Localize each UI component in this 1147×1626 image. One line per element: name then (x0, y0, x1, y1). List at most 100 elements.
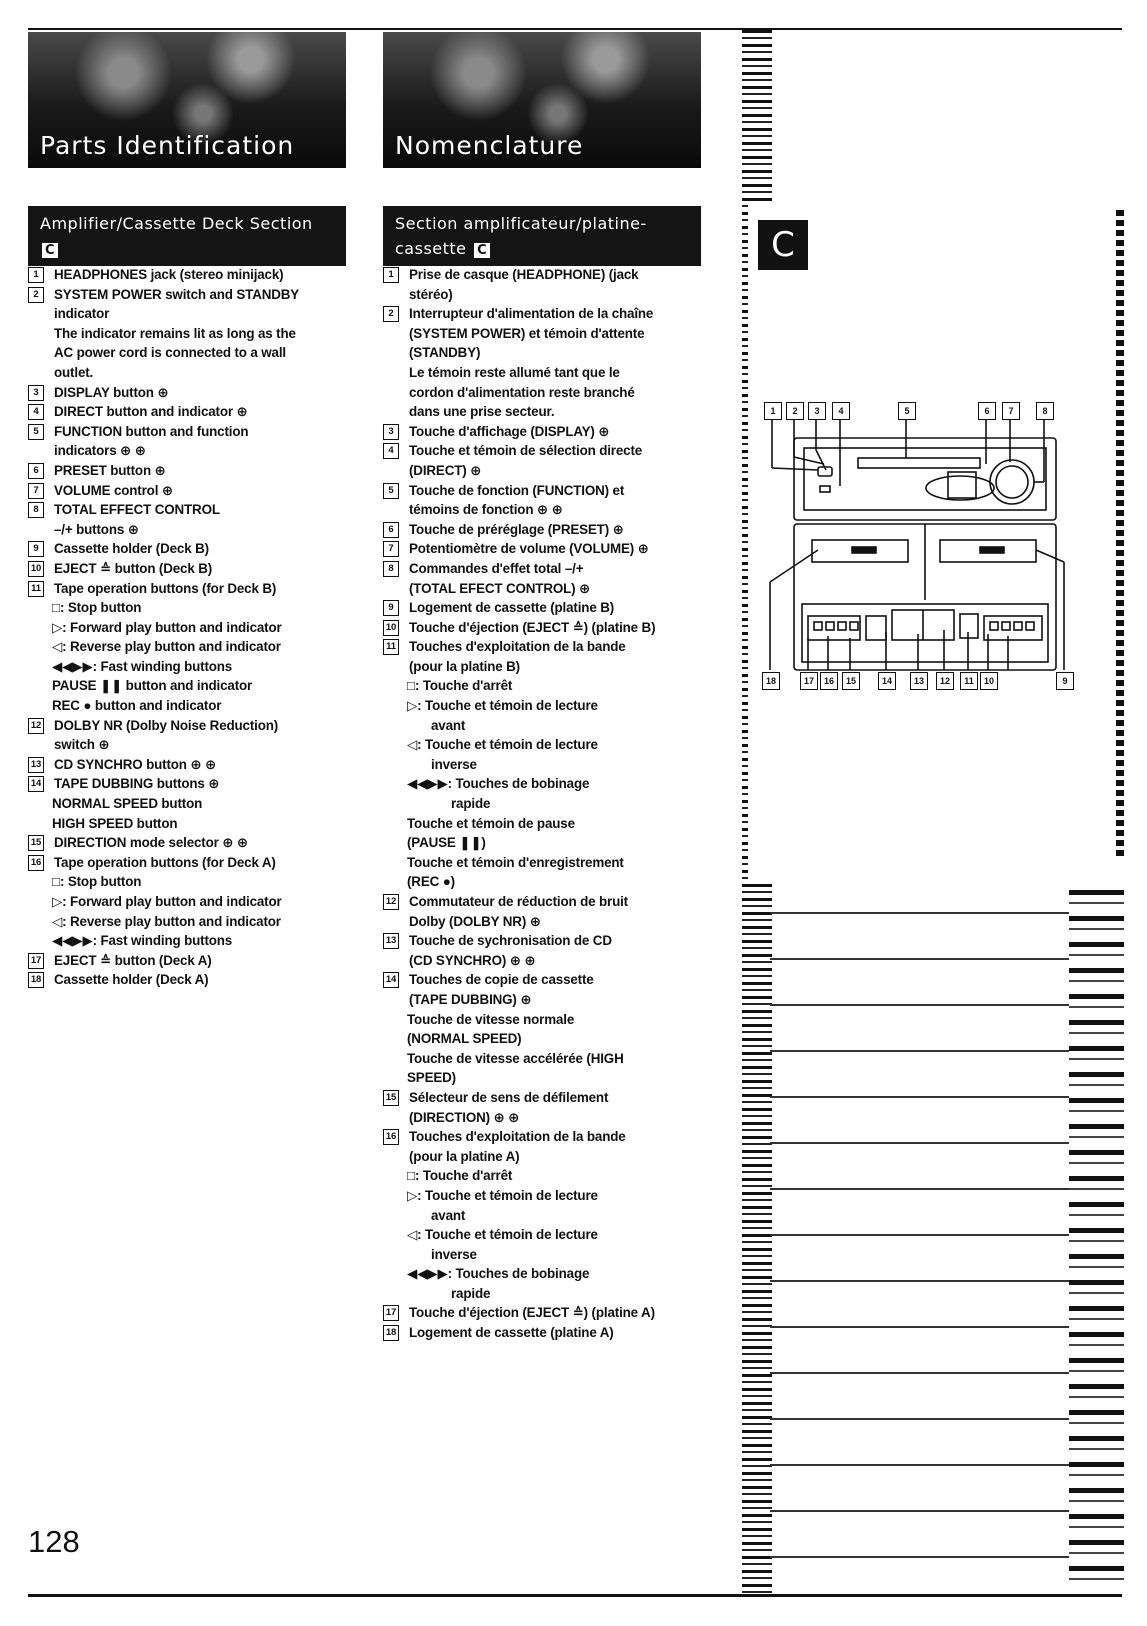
item-text: Potentiomètre de volume (VOLUME) ⊕ (409, 541, 649, 557)
list-item: 12 DOLBY NR (Dolby Noise Reduction) (28, 716, 358, 736)
item-number-box: 9 (28, 541, 44, 558)
item-number-box: 13 (383, 933, 399, 950)
item-number-box: 17 (383, 1305, 399, 1322)
item-number-box: 2 (383, 306, 399, 323)
list-item-continuation: □: Stop button (52, 874, 142, 890)
item-text: DISPLAY button ⊕ (54, 384, 169, 400)
item-number-box: 14 (28, 776, 44, 793)
item-text: EJECT ≙ button (Deck B) (54, 560, 213, 576)
list-item-continuation: ◀◀▶▶: Touches de bobinage (407, 776, 590, 792)
item-text: DOLBY NR (Dolby Noise Reduction) (54, 717, 279, 733)
item-number-box: 13 (28, 756, 44, 773)
list-item: 14 TAPE DUBBING buttons ⊕ (28, 774, 358, 794)
list-item-continuation: Touche et témoin d'enregistrement (407, 854, 624, 870)
item-text: HEADPHONES jack (stereo minijack) (54, 267, 284, 282)
list-item-continuation: ◀◀▶▶: Fast winding buttons (52, 658, 233, 674)
item-number-box: 12 (28, 717, 44, 734)
list-item-continuation: inverse (431, 1246, 477, 1262)
item-number-box: 7 (28, 482, 44, 499)
item-text: Commutateur de réduction de bruit (409, 894, 628, 909)
item-number-box: 3 (383, 423, 399, 440)
list-item-continuation: indicator (54, 306, 110, 322)
item-text: Logement de cassette (platine B) (409, 600, 615, 616)
diagram-callout: 4 (832, 402, 850, 420)
list-item-continuation: switch ⊕ (54, 737, 110, 753)
list-item-continuation: (DIRECT) ⊕ (409, 462, 482, 478)
diagram-callout: 18 (762, 672, 780, 690)
list-item-continuation: ▷: Touche et témoin de lecture (407, 1187, 598, 1203)
item-text: Touches de copie de cassette (409, 972, 594, 988)
item-number-box: 8 (28, 502, 44, 519)
item-text: Touches d'exploitation de la bande (409, 639, 626, 655)
item-number-box: 9 (383, 600, 399, 617)
list-item: 10 EJECT ≙ button (Deck B) (28, 559, 358, 579)
diagram-callout: 10 (980, 672, 998, 690)
list-item-continuation: Dolby (DOLBY NR) ⊕ (409, 913, 541, 929)
item-text: Commandes d'effet total –/+ (409, 560, 584, 576)
list-item-continuation: ◁: Reverse play button and indicator (52, 913, 281, 929)
header-title-french: Nomenclature (395, 131, 584, 160)
list-item-continuation: (NORMAL SPEED) (407, 1031, 522, 1047)
list-item-continuation: rapide (451, 796, 491, 812)
list-item-continuation: □: Stop button (52, 600, 142, 616)
item-number-box: 3 (28, 384, 44, 401)
list-item-continuation: avant (431, 717, 466, 733)
item-text: TAPE DUBBING buttons ⊕ (54, 776, 220, 792)
list-item-continuation: indicators ⊕ ⊕ (54, 443, 146, 459)
diagram-area: C (748, 202, 1110, 882)
item-number-box: 16 (383, 1129, 399, 1146)
list-item-continuation: ▷: Forward play button and indicator (52, 894, 282, 909)
item-number-box: 1 (383, 267, 399, 283)
top-rule (28, 28, 1122, 30)
list-item: 1 HEADPHONES jack (stereo minijack) (28, 265, 358, 285)
list-item-continuation: –/+ buttons ⊕ (54, 521, 139, 537)
diagram-callout: 5 (898, 402, 916, 420)
diagram-callout: 17 (800, 672, 818, 690)
item-number-box: 4 (383, 443, 399, 460)
list-item-continuation: (TAPE DUBBING) ⊕ (409, 991, 532, 1007)
section-title-french-line1: Section amplificateur/platine- (395, 214, 647, 233)
list-item-continuation: ◁: Touche et témoin de lecture (407, 737, 598, 753)
list-item-continuation: dans une prise secteur. (409, 404, 555, 420)
item-number-box: 14 (383, 972, 399, 989)
diagram-callout: 9 (1056, 672, 1074, 690)
diagram-callout: 6 (978, 402, 996, 420)
item-number-box: 5 (28, 423, 44, 440)
item-number-box: 10 (383, 619, 399, 636)
diagram-callout: 15 (842, 672, 860, 690)
item-text: Logement de cassette (platine A) (409, 1325, 614, 1341)
item-text: PRESET button ⊕ (54, 462, 166, 478)
item-number-box: 15 (383, 1089, 399, 1106)
item-number-box: 10 (28, 560, 44, 577)
diagram-callout: 14 (878, 672, 896, 690)
list-item-continuation: avant (431, 1207, 466, 1223)
item-text: Cassette holder (Deck A) (54, 972, 209, 988)
list-item-continuation: stéréo) (409, 286, 453, 302)
diagram-callout: 12 (936, 672, 954, 690)
list-item-continuation: ▷: Forward play button and indicator (52, 619, 282, 635)
diagram-callout: 7 (1002, 402, 1020, 420)
list-item-continuation: □: Touche d'arrêt (407, 1168, 513, 1184)
item-text: CD SYNCHRO button ⊕ ⊕ (54, 756, 217, 772)
item-number-box: 11 (28, 580, 44, 597)
header-banner-french: Nomenclature (383, 32, 701, 168)
bottom-rule (28, 1594, 1122, 1597)
item-number-box: 1 (28, 267, 44, 283)
list-item-continuation: SPEED) (407, 1070, 456, 1086)
